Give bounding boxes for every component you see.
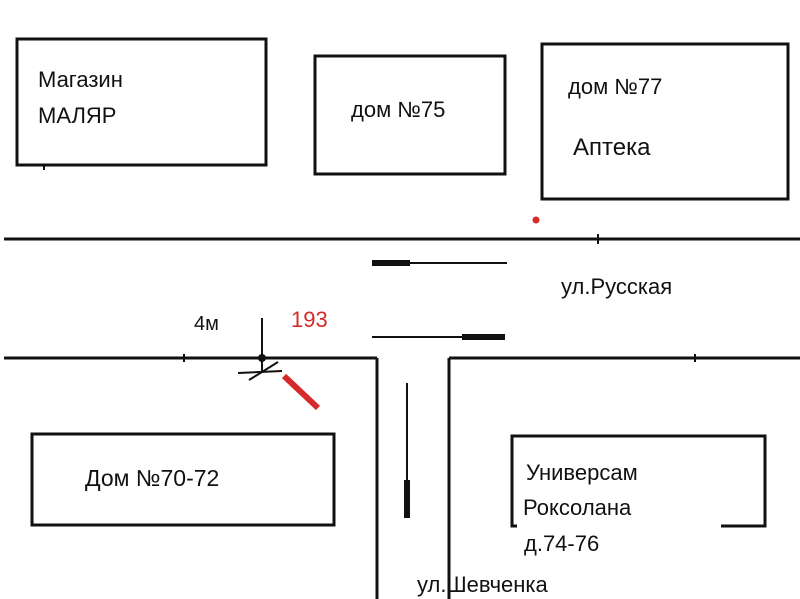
building-70-72-outline <box>30 432 336 527</box>
incident-point <box>258 354 266 362</box>
distance-label: 4м <box>194 313 219 335</box>
vehicle-position-marker <box>281 373 321 411</box>
building-malyar-label-line2: МАЛЯР <box>38 103 117 128</box>
building-75-outline <box>313 54 507 176</box>
building-77-outline <box>540 42 790 201</box>
building-roksolana-outline <box>510 434 767 528</box>
street-shevchenka-label: ул.Шевченка <box>417 572 548 597</box>
building-roksolana-label-line1: Универсам <box>526 460 638 485</box>
building-roksolana-label-line2: Роксолана <box>523 495 632 520</box>
building-77-label-line2: Аптека <box>573 134 651 161</box>
building-malyar-outline <box>15 37 268 167</box>
building-77-label-line1: дом №77 <box>568 74 663 99</box>
building-malyar-label-line1: Магазин <box>38 67 123 92</box>
marker-label: 193 <box>291 307 328 332</box>
red-dot-marker <box>532 216 540 224</box>
building-70-72-label: Дом №70-72 <box>85 465 220 491</box>
building-75-label: дом №75 <box>351 97 446 122</box>
measurement-diagonal <box>248 361 279 381</box>
street-russkaya-label: ул.Русская <box>561 274 673 299</box>
building-roksolana-label-line3: д.74-76 <box>524 531 600 556</box>
